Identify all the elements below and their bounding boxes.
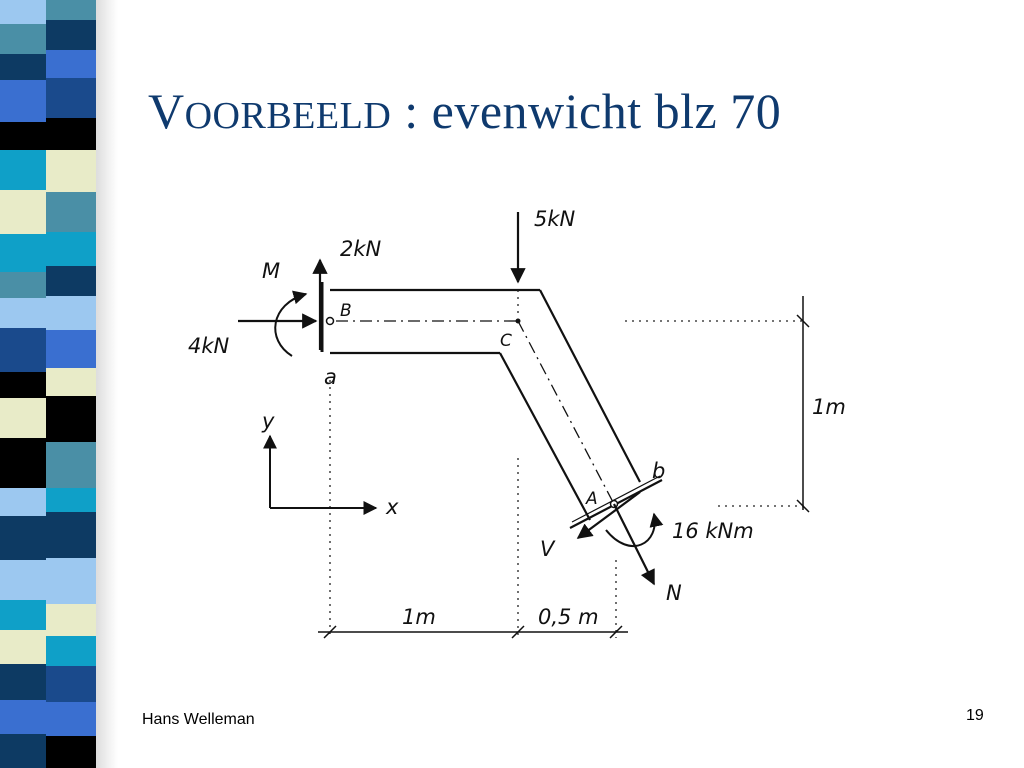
stripe-column-right (38, 0, 96, 768)
beam-centerline (336, 320, 615, 505)
dim-horizontal-2-label: 0,5 m (538, 605, 599, 629)
horizontal-dimension (318, 625, 628, 639)
title-tail: : evenwicht blz 70 (391, 83, 782, 139)
axis-x-label: x (385, 495, 399, 519)
dim-horizontal-1-label: 1m (402, 605, 436, 629)
point-B-label: B (340, 301, 352, 321)
moment-16kNm-arc (605, 512, 664, 548)
moment-16kNm-label: 16 kNm (672, 519, 754, 543)
axis-system (263, 434, 378, 515)
section-a-label: a (324, 365, 337, 389)
axis-y-label: y (261, 409, 275, 433)
slide-title: VOORBEELD : evenwicht blz 70 (148, 82, 781, 140)
load-5kN-label: 5kN (534, 207, 576, 231)
stripe-column-left (0, 0, 46, 768)
point-A-label: A (585, 489, 598, 509)
dimension-guides (329, 290, 805, 638)
title-initial: V (148, 83, 185, 139)
beam-diagram: 1m 1m 0,5 m 5kN 2kN 4kN M B C a A b y x … (188, 207, 846, 639)
footer-author: Hans Welleman (142, 711, 255, 728)
force-2kN-label: 2kN (340, 237, 382, 261)
moment-M-arc (274, 290, 308, 357)
vertical-dimension (796, 296, 810, 513)
beam-outline (330, 288, 641, 521)
normal-N-arrow (613, 503, 655, 586)
force-4kN-label: 4kN (188, 334, 230, 358)
point-C-label: C (500, 331, 512, 351)
decorative-stripe (0, 0, 118, 768)
shear-V-label: V (540, 537, 556, 561)
moment-M-label: M (262, 259, 280, 283)
stripe-shadow (92, 0, 118, 768)
title-small-caps: OORBEELD (184, 95, 392, 137)
dim-vertical-label: 1m (812, 395, 846, 419)
page-number: 19 (966, 707, 984, 724)
point-B-marker (325, 316, 335, 326)
section-b-label: b (652, 459, 665, 483)
normal-N-label: N (666, 581, 682, 605)
shear-V-arrow (576, 491, 641, 539)
